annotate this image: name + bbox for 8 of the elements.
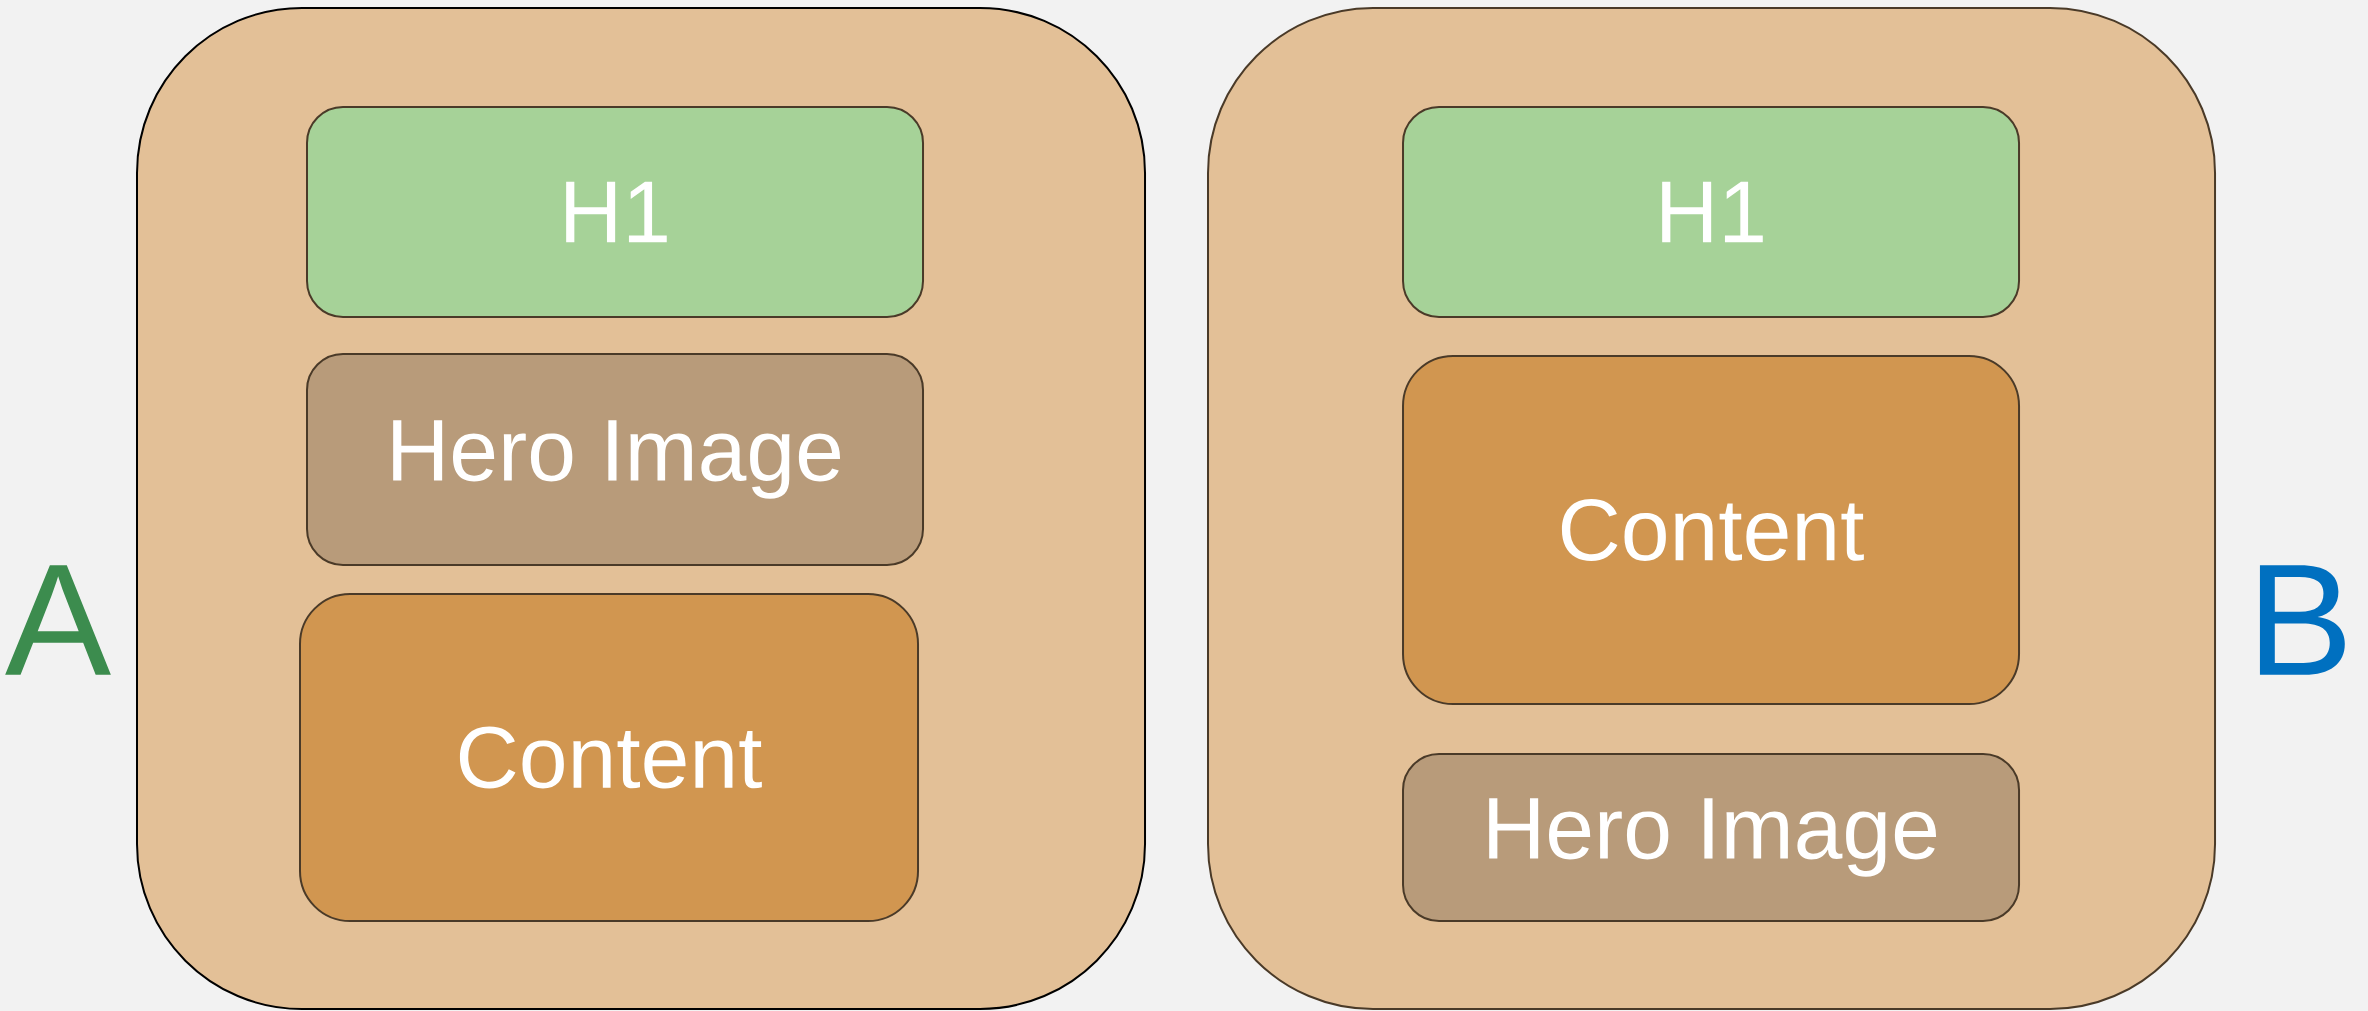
image-box: Hero Image bbox=[1402, 753, 2021, 922]
content-box: Content bbox=[1402, 355, 2021, 705]
heading-box: H1 bbox=[306, 106, 924, 318]
panel-letter: B bbox=[2259, 565, 2345, 675]
image-box: Hero Image bbox=[306, 353, 924, 566]
content-box: Content bbox=[299, 593, 919, 922]
heading-box: H1 bbox=[1402, 106, 2021, 318]
panel-letter: A bbox=[5, 565, 111, 675]
